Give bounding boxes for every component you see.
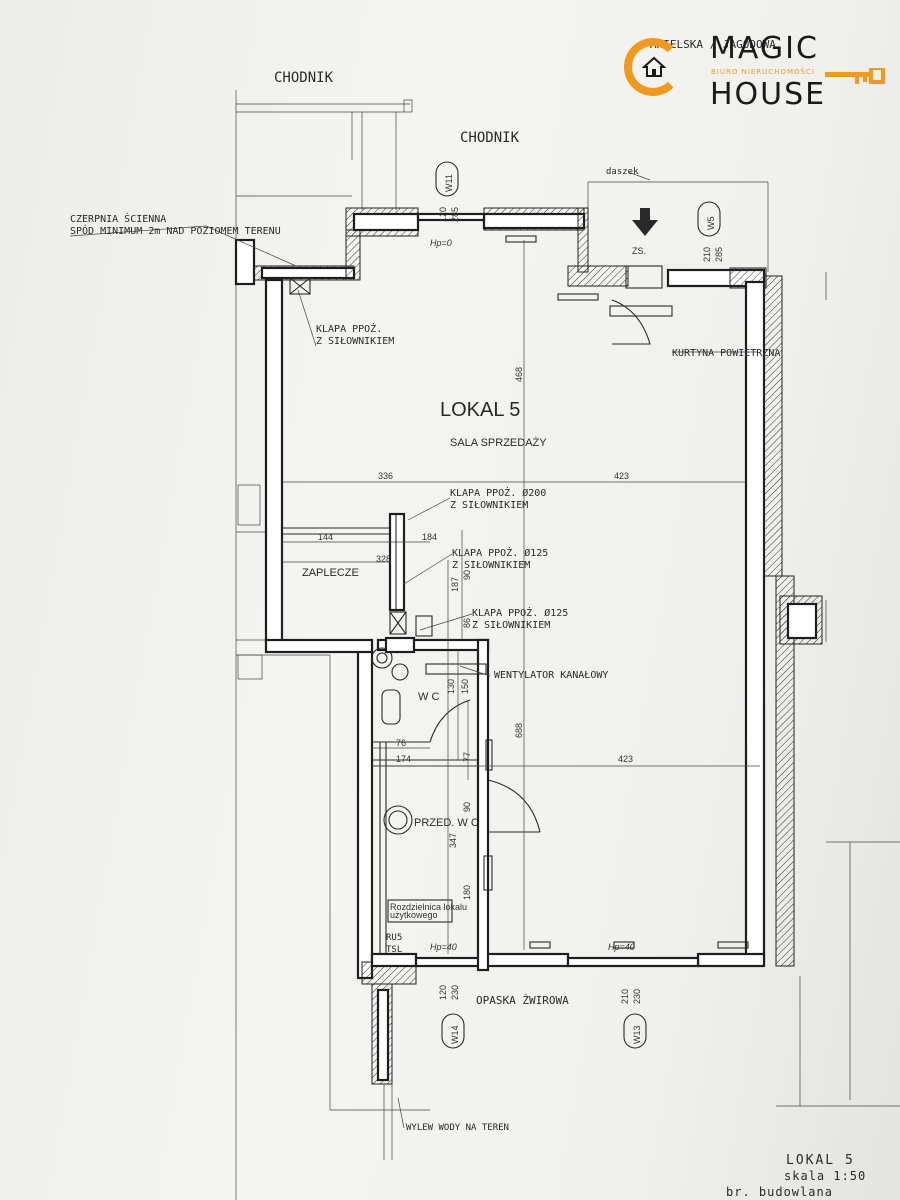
dim-285b: 285 <box>714 247 724 262</box>
dim-180: 180 <box>462 885 472 900</box>
dim-187: 187 <box>450 577 460 592</box>
label-window-w5: W5 <box>706 217 716 231</box>
label-chodnik-left: CHODNIK <box>274 70 334 86</box>
dim-120a: 120 <box>438 207 448 222</box>
dim-210a: 210 <box>702 247 712 262</box>
dim-76: 76 <box>396 738 406 748</box>
label-klapa-4a: KLAPA PPOŻ. Ø125 <box>472 606 568 619</box>
label-sala: SALA SPRZEDAŻY <box>450 436 547 449</box>
label-daszek: daszek <box>606 167 639 177</box>
dim-90b: 90 <box>462 802 472 812</box>
right-outline <box>587 181 900 1107</box>
label-window-w13: W13 <box>632 1025 642 1044</box>
dim-285a: 285 <box>450 207 460 222</box>
label-klapa-1b: Z SIŁOWNIKIEM <box>316 336 394 347</box>
label-wc: W C <box>418 691 439 703</box>
label-street-top: ANIELSKA / JAGODOWA <box>650 38 776 51</box>
stamp-line3: br. budowlana <box>726 1185 833 1199</box>
label-hp0: Hp=0 <box>430 238 452 248</box>
label-klapa-3b: Z SIŁOWNIKIEM <box>452 560 530 571</box>
key-icon <box>825 68 885 84</box>
dim-144: 144 <box>318 532 333 542</box>
label-kurtyna: KURTYNA POWIETRZNA <box>672 348 780 359</box>
label-wylew: WYLEW WODY NA TEREN <box>406 1123 509 1133</box>
label-czerpnia-1: CZERPNIA ŚCIENNA <box>70 212 166 225</box>
dim-230b: 230 <box>632 989 642 1004</box>
label-ru5: RU5 <box>386 933 402 943</box>
label-przed-wc: PRZED. W C <box>414 817 479 829</box>
label-tsl: TSL <box>386 945 402 955</box>
logo-ring-icon <box>624 38 682 96</box>
entrance-arrow-icon <box>632 208 658 236</box>
label-zs: ZS. <box>632 246 646 256</box>
dim-150: 150 <box>460 679 470 694</box>
dim-688: 688 <box>514 723 524 738</box>
label-opaska: OPASKA ŻWIROWA <box>476 994 569 1007</box>
magic-house-logo: MAGIC BIURO NIERUCHOMOŚCI HOUSE <box>620 30 890 120</box>
dim-230a: 230 <box>450 985 460 1000</box>
label-lokal-title: LOKAL 5 <box>440 399 520 421</box>
window-tags <box>435 161 721 1049</box>
label-klapa-1a: KLAPA PPOŻ. <box>316 322 382 335</box>
dim-328: 328 <box>376 554 391 564</box>
dim-90a: 90 <box>462 570 472 580</box>
walls <box>234 207 823 1085</box>
partitions <box>281 299 651 972</box>
dimension-lines <box>282 240 760 954</box>
dim-77: 77 <box>462 752 472 762</box>
dim-423a: 423 <box>614 471 629 481</box>
dim-130: 130 <box>446 679 456 694</box>
label-zaplecze: ZAPLECZE <box>302 567 359 579</box>
dim-174: 174 <box>396 754 411 764</box>
dim-120b: 120 <box>438 985 448 1000</box>
label-klapa-2a: KLAPA PPOŻ. Ø200 <box>450 486 546 499</box>
label-window-w11: W11 <box>444 174 454 192</box>
label-wentylator: WENTYLATOR KANAŁOWY <box>494 670 608 681</box>
leader-lines <box>69 171 758 1160</box>
label-hp40-right: Hp=40 <box>608 942 635 952</box>
label-window-w14: W14 <box>450 1025 460 1044</box>
stamp-line1: LOKAL 5 <box>786 1153 855 1168</box>
stamp-line2: skala 1:50 <box>784 1169 866 1183</box>
dim-423b: 423 <box>618 754 633 764</box>
dim-86: 86 <box>462 618 472 628</box>
dim-468: 468 <box>514 367 524 382</box>
fixtures <box>289 235 749 949</box>
label-chodnik-center: CHODNIK <box>460 130 520 146</box>
label-klapa-2b: Z SIŁOWNIKIEM <box>450 500 528 511</box>
label-hp40-left: Hp=40 <box>430 942 457 952</box>
logo-text-magic: MAGIC <box>710 31 819 66</box>
dim-210b: 210 <box>620 989 630 1004</box>
label-czerpnia-2: SPÓD MINIMUM 2m NAD POZIOMEM TERENU <box>70 224 281 237</box>
dim-336: 336 <box>378 471 393 481</box>
label-klapa-3a: KLAPA PPOŻ. Ø125 <box>452 546 548 559</box>
label-klapa-4b: Z SIŁOWNIKIEM <box>472 620 550 631</box>
house-icon <box>642 56 666 77</box>
dim-347: 347 <box>448 833 458 848</box>
dim-184: 184 <box>422 532 437 542</box>
logo-text-house: HOUSE <box>710 77 827 112</box>
label-rozdzielnica-2: użytkowego <box>390 910 438 920</box>
label-rozdzielnica-1: Rozdzielnica lokalu <box>390 902 467 912</box>
logo-tagline: BIURO NIERUCHOMOŚCI <box>711 68 815 76</box>
